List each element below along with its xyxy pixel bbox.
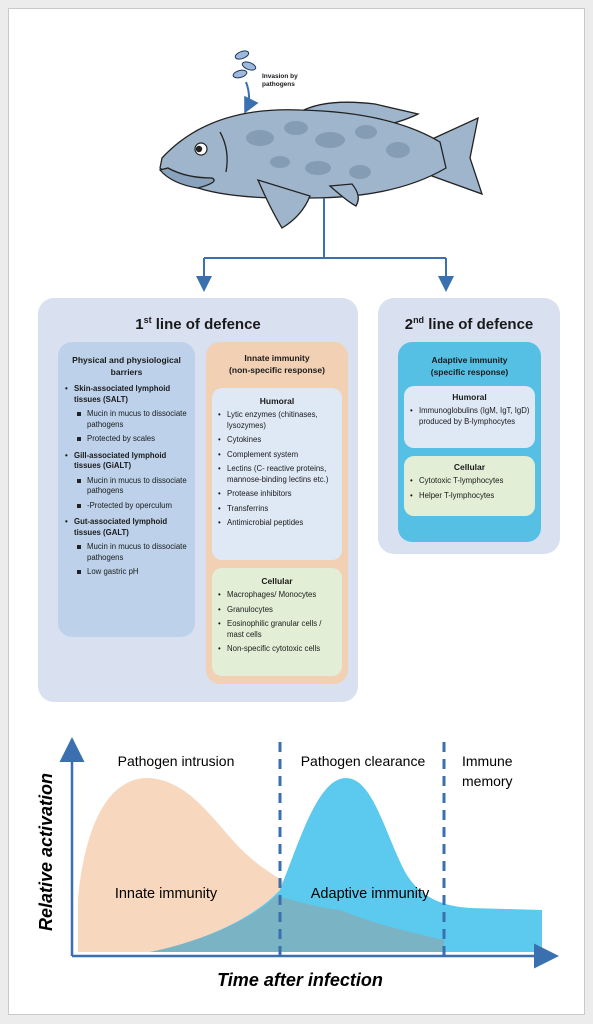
- fish-illustration: [158, 50, 484, 292]
- list-item: Mucin in mucus to dissociate pathogens: [65, 542, 189, 563]
- x-axis-label: Time after infection: [217, 970, 383, 990]
- barrier-group-salt: Skin-associated lymphoid tissues (SALT): [65, 384, 189, 405]
- adaptive-cellular-list: Cytotoxic T-lymphocytes Helper T-lymphoc…: [404, 476, 535, 501]
- innate-subtitle: (non-specific response): [229, 365, 325, 375]
- adaptive-title: Adaptive immunity: [431, 355, 508, 365]
- adaptive-humoral-title: Humoral: [452, 392, 487, 402]
- list-item: Macrophages/ Monocytes: [217, 590, 338, 601]
- barriers-box: Physical and physiological barriers Skin…: [58, 342, 195, 637]
- innate-cellular-list: Macrophages/ Monocytes Granulocytes Eosi…: [212, 590, 342, 655]
- phase-label-clearance: Pathogen clearance: [301, 753, 426, 769]
- connector-arrows: [196, 198, 454, 292]
- y-axis-label: Relative activation: [36, 773, 56, 931]
- barrier-group-gialt: Gill-associated lymphoid tissues (GiALT): [65, 451, 189, 472]
- list-item: Mucin in mucus to dissociate pathogens: [65, 476, 189, 497]
- innate-humoral-list: Lytic enzymes (chitinases, lysozymes) Cy…: [212, 410, 342, 529]
- list-item: Helper T-lymphocytes: [409, 491, 531, 502]
- overlap-area: [150, 896, 444, 952]
- barrier-group-galt: Gut-associated lymphoid tissues (GALT): [65, 517, 189, 538]
- innate-cellular-box: Cellular Macrophages/ Monocytes Granuloc…: [212, 568, 342, 676]
- innate-humoral-box: Humoral Lytic enzymes (chitinases, lysoz…: [212, 388, 342, 560]
- list-item: Immunoglobulins (IgM, IgT, IgD) produced…: [409, 406, 531, 427]
- list-item: Granulocytes: [217, 605, 338, 616]
- list-item: Lectins (C- reactive proteins, mannose-b…: [217, 464, 338, 485]
- list-item: Mucin in mucus to dissociate pathogens: [65, 409, 189, 430]
- adaptive-subtitle: (specific response): [430, 367, 509, 377]
- adaptive-humoral-box: Humoral Immunoglobulins (IgM, IgT, IgD) …: [404, 386, 535, 448]
- list-item: Lytic enzymes (chitinases, lysozymes): [217, 410, 338, 431]
- phase-label-intrusion: Pathogen intrusion: [118, 753, 235, 769]
- innate-humoral-title: Humoral: [259, 396, 295, 406]
- list-item: Low gastric pH: [65, 567, 189, 578]
- list-item: Transferrins: [217, 504, 338, 515]
- list-item: Protease inhibitors: [217, 489, 338, 500]
- list-item: Cytotoxic T-lymphocytes: [409, 476, 531, 487]
- adaptive-curve: [150, 778, 542, 952]
- list-item: Protected by scales: [65, 434, 189, 445]
- second-line-title: 2nd line of defence: [404, 315, 534, 333]
- adaptive-curve-label: Adaptive immunity: [311, 886, 430, 902]
- innate-curve: [78, 778, 444, 952]
- list-item: Non-specific cytotoxic cells: [217, 644, 338, 655]
- adaptive-cellular-box: Cellular Cytotoxic T-lymphocytes Helper …: [404, 456, 535, 516]
- innate-curve-label: Innate immunity: [115, 886, 218, 902]
- first-line-title: 1st line of defence: [135, 315, 261, 333]
- innate-cellular-title: Cellular: [261, 576, 293, 586]
- barriers-title: Physical and physiological barriers: [72, 355, 181, 377]
- list-item: Cytokines: [217, 435, 338, 446]
- phase-label-memory-line2: memory: [462, 773, 513, 789]
- list-item: Complement system: [217, 450, 338, 461]
- list-item: -Protected by operculum: [65, 501, 189, 512]
- pathogen-icon: [232, 50, 257, 79]
- phase-label-memory-line1: Immune: [462, 753, 513, 769]
- list-item: Antimicrobial peptides: [217, 518, 338, 529]
- adaptive-cellular-title: Cellular: [453, 462, 486, 472]
- innate-title: Innate immunity: [244, 353, 310, 363]
- list-item: Eosinophilic granular cells / mast cells: [217, 619, 338, 640]
- barriers-list: Skin-associated lymphoid tissues (SALT) …: [58, 384, 195, 578]
- adaptive-humoral-list: Immunoglobulins (IgM, IgT, IgD) produced…: [404, 406, 535, 427]
- invasion-label: Invasion by pathogens: [262, 73, 298, 88]
- timeline-diagram: Pathogen intrusion Pathogen clearance Im…: [36, 737, 559, 990]
